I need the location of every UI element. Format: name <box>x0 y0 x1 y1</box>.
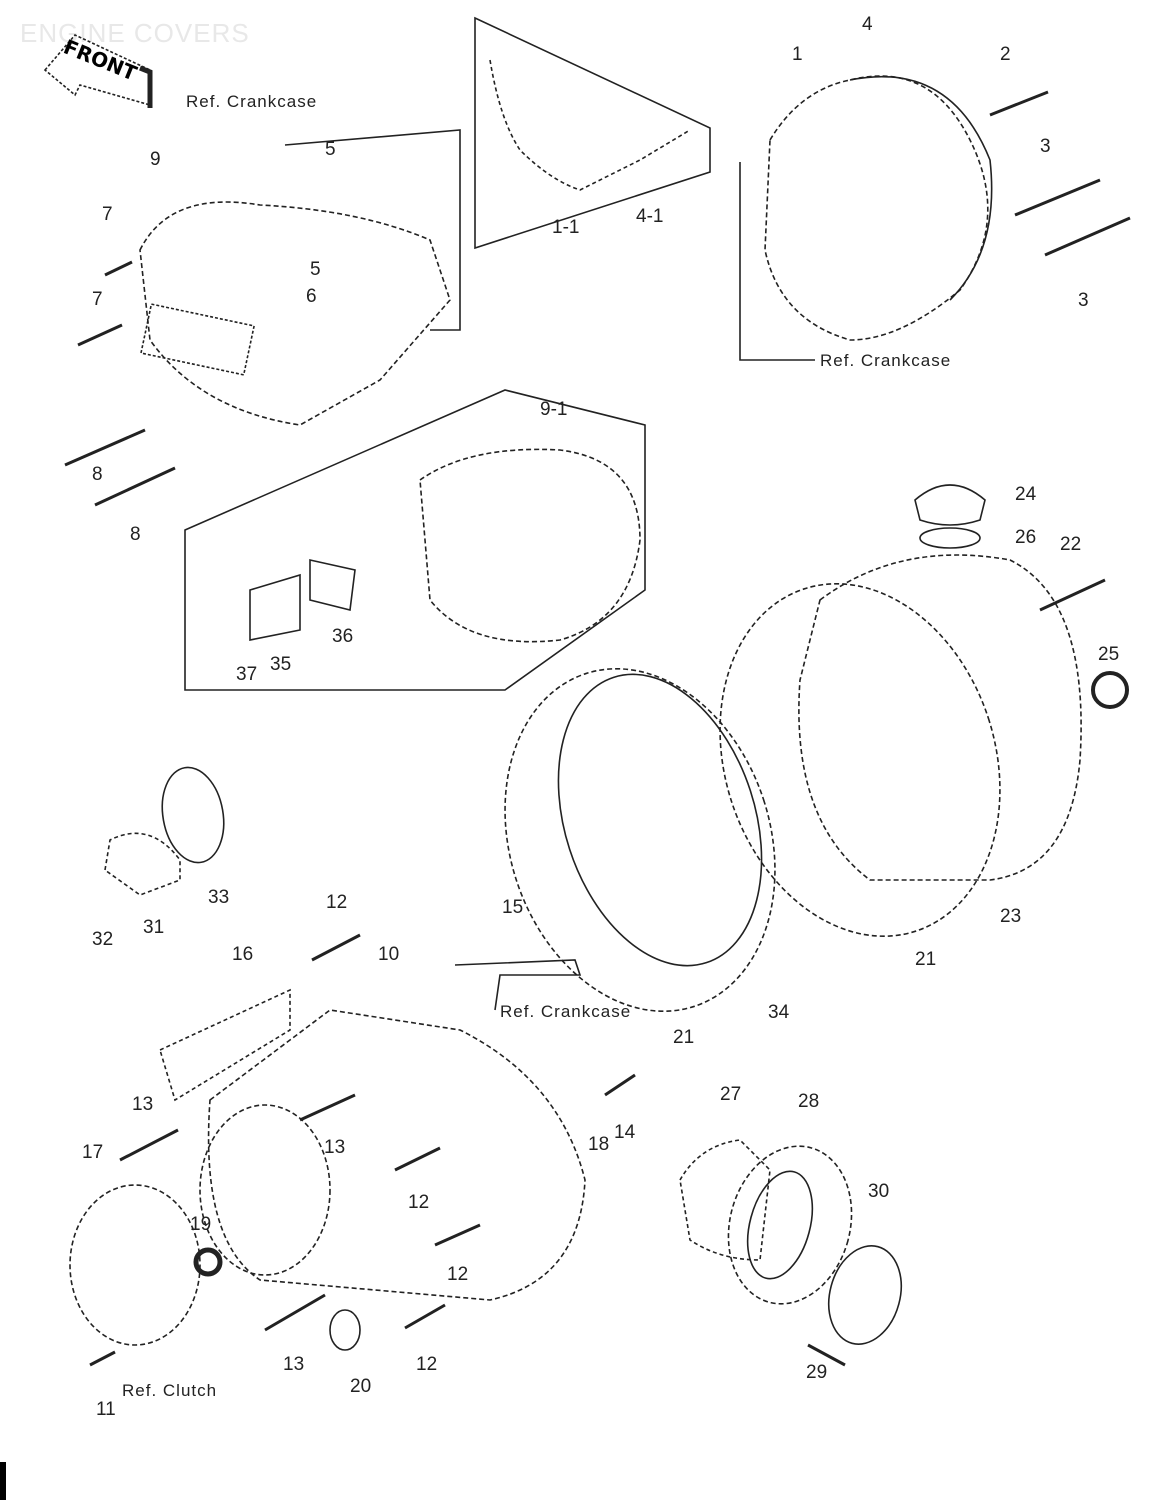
part-number-label: 25 <box>1098 644 1120 665</box>
part-number-label: 11 <box>96 1399 116 1420</box>
part-number-label: 16 <box>232 944 254 965</box>
reference-note: Ref. Crankcase <box>820 351 952 370</box>
part-number-label: 13 <box>132 1094 154 1115</box>
part-number-label: 28 <box>798 1091 820 1112</box>
plug-25 <box>1091 671 1129 709</box>
inset-box-cover <box>184 389 646 691</box>
part-number-label: 2 <box>1000 44 1011 65</box>
part-number-label: 4-1 <box>636 206 664 227</box>
reference-note: Ref. Crankcase <box>500 1002 632 1021</box>
reference-note: Ref. Crankcase <box>186 92 318 111</box>
clutch-cover-23 <box>798 554 1082 881</box>
part-number-label: 21 <box>915 949 937 970</box>
part-number-label: 13 <box>283 1354 305 1375</box>
part-number-label: 23 <box>1000 906 1022 927</box>
housing-28 <box>727 1145 853 1305</box>
o-ring-33 <box>161 766 225 864</box>
part-number-label: 7 <box>92 289 103 310</box>
part-number-label: 3 <box>1078 290 1089 311</box>
part-number-label: 18 <box>588 1134 610 1155</box>
part-number-label: 6 <box>306 286 317 307</box>
part-number-label: 1-1 <box>552 217 580 238</box>
part-number-label: 5 <box>310 259 321 280</box>
part-number-label: 21 <box>673 1027 695 1048</box>
part-number-label: 13 <box>324 1137 346 1158</box>
part-number-label: 15 <box>502 897 524 918</box>
part-number-label: 26 <box>1015 527 1037 548</box>
part-number-label: 3 <box>1040 136 1051 157</box>
part-number-label: 31 <box>143 917 165 938</box>
part-number-label: 32 <box>92 929 114 950</box>
part-number-label: 27 <box>720 1084 742 1105</box>
inset-box-gasket <box>474 16 711 250</box>
seal-30 <box>828 1245 902 1345</box>
part-number-label: 12 <box>447 1264 469 1285</box>
part-number-label: 1 <box>792 44 803 65</box>
clutch-cover-21 <box>719 583 1001 937</box>
gasket-16 <box>159 988 291 1102</box>
part-number-label: 19 <box>190 1214 212 1235</box>
bolts <box>64 90 1131 1367</box>
part-number-label: 35 <box>270 654 292 675</box>
part-number-label: 24 <box>1015 484 1037 505</box>
part-number-label: 7 <box>102 204 113 225</box>
part-number-label: 30 <box>868 1181 890 1202</box>
part-number-label: 29 <box>806 1362 828 1383</box>
part-number-label: 17 <box>82 1142 104 1163</box>
lower-cover-10 <box>207 1009 586 1301</box>
diagram-title: ENGINE COVERS <box>20 18 250 48</box>
part-number-label: 12 <box>326 892 348 913</box>
page-edge-mark <box>0 1462 6 1500</box>
part-number-label: 5 <box>325 139 336 160</box>
part-number-label: 36 <box>332 626 354 647</box>
part-number-label: 33 <box>208 887 230 908</box>
bracket-15 <box>454 959 582 1011</box>
part-number-label: 9-1 <box>540 399 568 420</box>
part-number-label: 14 <box>614 1122 636 1143</box>
front-arrow-sign <box>43 34 151 107</box>
part-number-label: 22 <box>1060 534 1082 555</box>
part-number-label: 20 <box>350 1376 372 1397</box>
part-number-label: 12 <box>416 1354 438 1375</box>
part-number-label: 34 <box>768 1002 790 1023</box>
cover-31 <box>104 832 181 896</box>
right-top-cover <box>764 75 989 341</box>
part-number-label: 4 <box>862 14 873 35</box>
part-number-label: 12 <box>408 1192 430 1213</box>
gasket-21 <box>504 667 776 1013</box>
housing-27 <box>679 1139 771 1261</box>
cover-17 <box>69 1184 201 1346</box>
part-number-label: 8 <box>130 524 141 545</box>
part-number-label: 8 <box>92 464 103 485</box>
left-cover <box>139 201 451 426</box>
reference-note: Ref. Clutch <box>122 1381 218 1400</box>
part-number-label: 9 <box>150 149 161 170</box>
part-number-label: 37 <box>236 664 258 685</box>
part-number-label: 10 <box>378 944 400 965</box>
